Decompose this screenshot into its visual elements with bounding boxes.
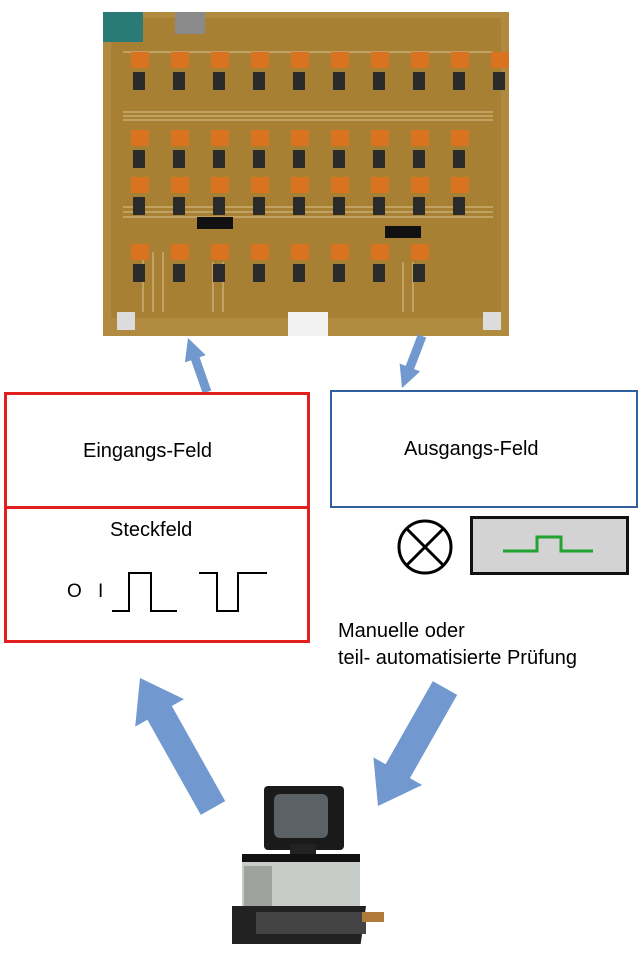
test-caption-line1: Manuelle oder [338, 620, 465, 642]
plug-field-label: Steckfeld [110, 519, 193, 541]
test-caption-line2: teil- automatisierte Prüfung [338, 647, 578, 669]
pulse-symbols-icon [112, 572, 267, 612]
input-field-label: Eingangs-Feld [83, 440, 212, 462]
arrow-output-to-computer [373, 681, 458, 806]
desktop-computer-photo [232, 786, 384, 944]
plug-field-box: Steckfeld O I [4, 509, 310, 643]
one-symbol: I [98, 581, 104, 602]
input-field-box: Eingangs-Feld [4, 392, 310, 509]
signal-display-icon [470, 516, 629, 575]
arrow-computer-to-input [135, 678, 226, 815]
zero-symbol: O [67, 581, 82, 602]
arrow-input-to-board [184, 338, 212, 394]
output-field-label: Ausgangs-Feld [404, 438, 539, 460]
arrow-board-to-output [399, 334, 427, 388]
output-field-box: Ausgangs-Feld [330, 390, 638, 508]
circuit-board-photo [103, 12, 509, 336]
indicator-lamp-icon [397, 519, 453, 575]
